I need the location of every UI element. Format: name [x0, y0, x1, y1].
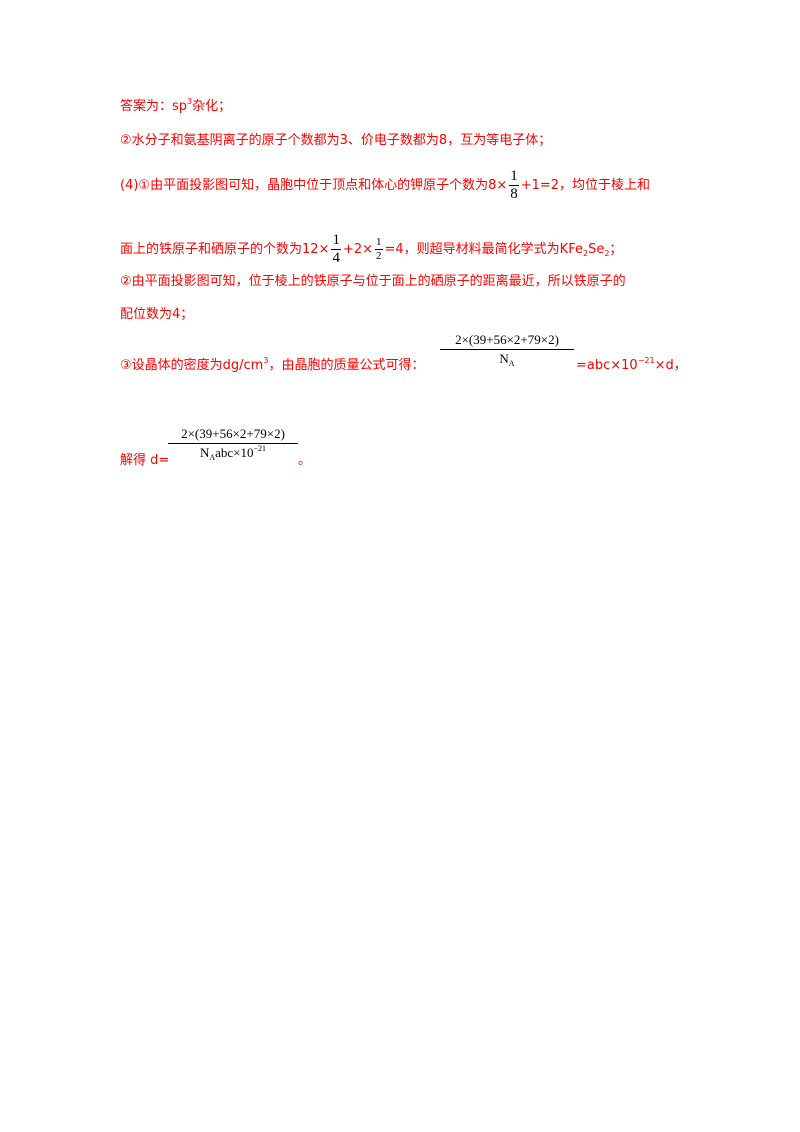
- fe-se-count-text: 面上的铁原子和硒原子的个数为12×: [120, 242, 330, 257]
- answer-line-1: 答案为：sp3杂化；: [120, 98, 231, 116]
- subscript: 2: [604, 249, 610, 258]
- answer-line-7: ③设晶体的密度为dg/cm3，由晶胞的质量公式可得：: [120, 357, 424, 375]
- distance-text: ②由平面投影图可知，位于棱上的铁原子与位于面上的硒原子的距离最近，所以铁原子的: [120, 274, 626, 289]
- answer-text: 答案为：sp: [120, 99, 188, 114]
- isoelectronic-text: ②水分子和氨基阴离子的原子个数都为3、价电子数都为8，互为等电子体；: [120, 133, 552, 148]
- line-end-period: 。: [298, 453, 312, 468]
- answer-line-8: 解得 d=: [120, 452, 169, 470]
- line-end: ；: [609, 242, 623, 257]
- answer-line-6: 配位数为4；: [120, 306, 193, 324]
- superscript: 3: [263, 356, 269, 365]
- coordination-text: 配位数为4；: [120, 307, 194, 322]
- density-text-tail: ，由晶胞的质量公式可得：: [268, 358, 425, 373]
- formula-se: Se: [588, 242, 605, 257]
- density-text: ③设晶体的密度为dg/cm: [120, 358, 264, 373]
- solve-text: 解得 d=: [120, 453, 170, 468]
- potassium-count-tail: +1=2，均位于棱上和: [520, 178, 651, 193]
- potassium-count-text: (4)①由平面投影图可知，晶胞中位于顶点和体心的钾原子个数为8×: [120, 178, 508, 193]
- answer-line-2: ②水分子和氨基阴离子的原子个数都为3、价电子数都为8，互为等电子体；: [120, 132, 551, 150]
- formula-text: =4，则超导材料最简化学式为KFe: [384, 242, 583, 257]
- mass-equation-rhs: =abc×10−21×d，: [576, 356, 687, 374]
- density-fraction: 2×(39+56×2+79×2) NAabc×10−21: [168, 425, 298, 462]
- superscript: 3: [187, 97, 193, 106]
- plus-two-times: +2×: [342, 242, 373, 257]
- subscript: 2: [582, 249, 589, 258]
- answer-line-5: ②由平面投影图可知，位于棱上的铁原子与位于面上的硒原子的距离最近，所以铁原子的: [120, 273, 626, 291]
- answer-tail: 杂化；: [192, 99, 232, 114]
- mass-fraction: 2×(39+56×2+79×2) NA: [440, 331, 574, 368]
